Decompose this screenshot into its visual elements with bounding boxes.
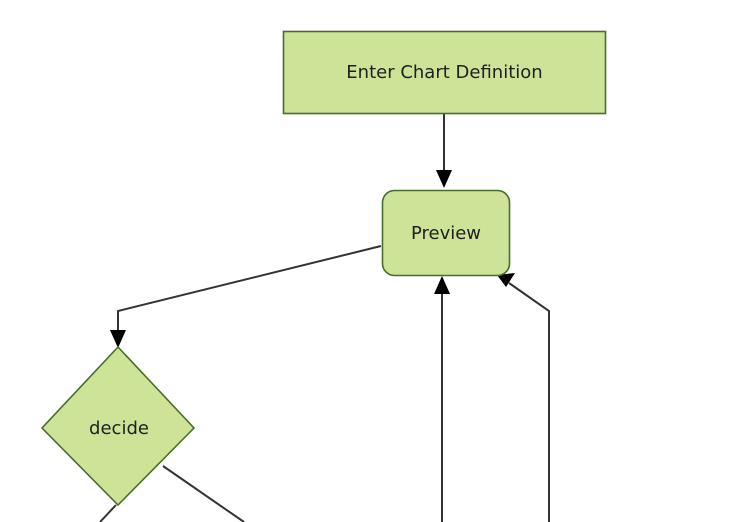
edge-decide-to-offscreen-right (162, 465, 245, 522)
arrowhead-icon (497, 273, 515, 287)
arrowhead-icon (434, 276, 450, 294)
edge-bottom-right-to-preview (497, 273, 550, 522)
edge-preview-to-decide-line (117, 245, 382, 336)
node-preview-shape[interactable] (381, 189, 511, 277)
edge-definition-to-preview (436, 114, 452, 188)
node-decide[interactable]: decide (40, 345, 196, 507)
node-preview[interactable]: Preview (381, 189, 511, 277)
edge-bottom-center-to-preview (434, 276, 450, 522)
arrowhead-icon (110, 330, 126, 348)
node-decide-shape[interactable] (40, 345, 196, 507)
node-enter-chart-definition-shape[interactable] (282, 30, 607, 115)
edge-decide-to-offscreen-left (99, 504, 117, 522)
node-enter-chart-definition[interactable]: Enter Chart Definition (282, 30, 607, 115)
edge-decide-to-offscreen-right-line (162, 465, 245, 522)
edge-bottom-right-to-preview-line (508, 282, 550, 522)
edge-preview-to-decide (110, 245, 382, 348)
arrowhead-icon (436, 170, 452, 188)
edge-decide-to-offscreen-left-line (99, 504, 117, 522)
